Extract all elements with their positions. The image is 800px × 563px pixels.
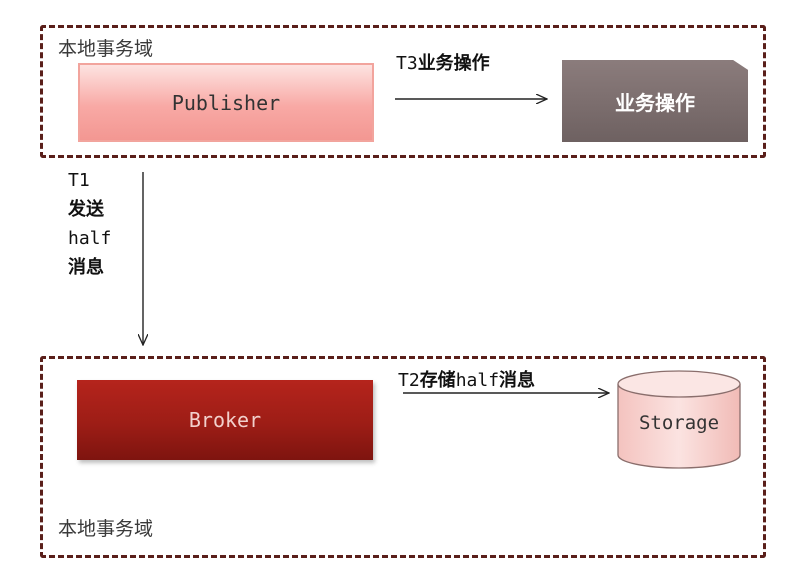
local-transaction-domain-top [40, 25, 766, 158]
t2-prefix: T2 [398, 370, 420, 391]
local-transaction-domain-bottom [40, 356, 766, 558]
t1-line4: 消息 [68, 257, 104, 278]
publisher-node: Publisher [78, 63, 374, 142]
business-operation-label: 业务操作 [615, 90, 695, 115]
t3-edge-label: T3业务操作 [396, 49, 490, 75]
t2-mono: half [455, 370, 500, 391]
domain-label-top: 本地事务域 [58, 38, 154, 60]
broker-label: Broker [188, 408, 262, 432]
t3-text: 业务操作 [417, 53, 490, 74]
publisher-label: Publisher [171, 90, 281, 115]
t2-edge-label: T2存储half消息 [398, 366, 535, 392]
business-operation-node: 业务操作 [562, 60, 748, 142]
t3-prefix: T3 [396, 53, 418, 74]
t2-suffix: 消息 [499, 370, 536, 391]
t2-text: 存储 [419, 370, 456, 391]
t1-line2: 发送 [68, 199, 104, 220]
t1-edge-label: T1 发送 half 消息 [68, 166, 138, 282]
storage-cylinder [617, 370, 741, 469]
domain-label-bottom: 本地事务域 [58, 518, 154, 540]
t1-line3: half [68, 228, 112, 249]
storage-label: Storage [638, 412, 720, 434]
t1-line1: T1 [68, 170, 90, 191]
broker-node: Broker [77, 380, 373, 460]
